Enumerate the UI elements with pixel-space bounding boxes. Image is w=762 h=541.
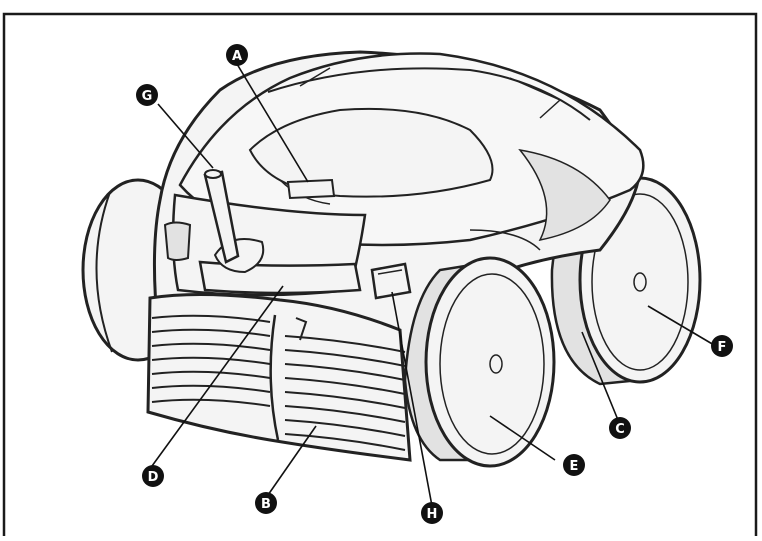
callout-D-label: D <box>148 470 159 485</box>
indicator-window <box>370 262 412 300</box>
figure-frame <box>2 12 758 541</box>
callout-F-label: F <box>718 340 727 355</box>
lid-button <box>286 178 336 200</box>
brush-fins-left <box>151 314 271 407</box>
callout-F: F <box>711 335 733 357</box>
callout-G: G <box>136 84 158 106</box>
callout-A: A <box>226 44 248 66</box>
front-right-wheel <box>403 256 556 468</box>
callout-A-label: A <box>232 49 242 64</box>
callout-D: D <box>142 465 164 487</box>
callout-E: E <box>563 454 585 476</box>
callout-E-label: E <box>570 459 579 474</box>
brush-roller <box>146 292 412 462</box>
brush-fins-right <box>284 335 406 451</box>
callout-G-label: G <box>142 89 153 104</box>
rear-wheel-hub <box>633 272 647 292</box>
front-wheel-hub <box>489 354 503 374</box>
callout-C-label: C <box>615 422 625 437</box>
callout-B-label: B <box>261 497 271 512</box>
callout-H-label: H <box>427 507 438 522</box>
antenna-handle <box>203 169 265 274</box>
callout-B: B <box>255 492 277 514</box>
callout-H: H <box>421 502 443 524</box>
callout-C: C <box>609 417 631 439</box>
leader-lines <box>151 63 715 507</box>
